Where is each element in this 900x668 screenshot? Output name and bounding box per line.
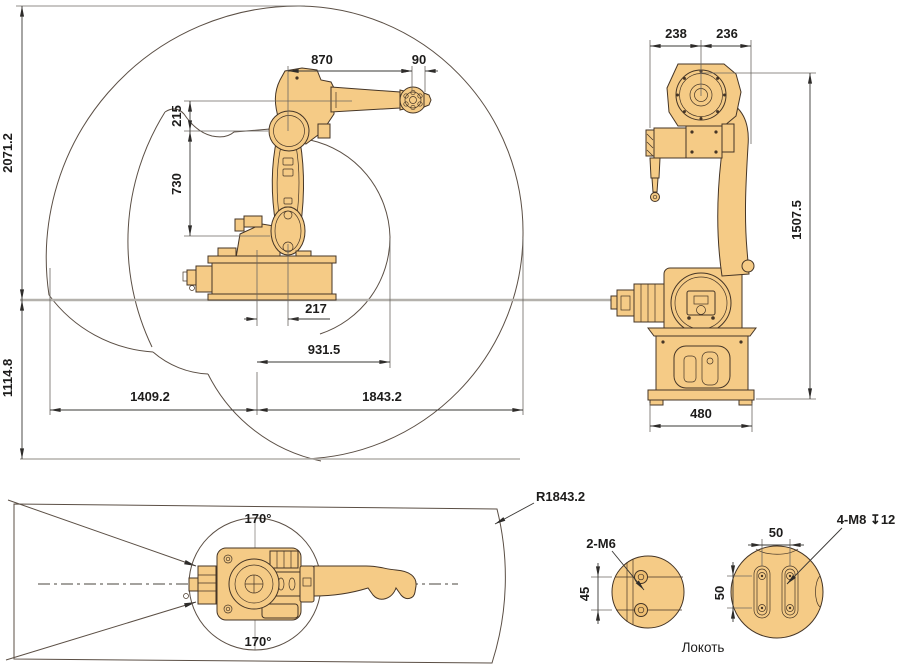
callout-4-M8: 4-M8 ↧12: [786, 512, 896, 585]
robot-front-silhouette: [610, 63, 757, 406]
dim-238: 238: [649, 26, 702, 128]
dim-90: 90: [399, 52, 438, 92]
dim-215-label: 215: [169, 105, 184, 127]
arm-top: [313, 565, 417, 600]
radius-callout: R1843.2: [494, 489, 585, 525]
rotation-limit-line-lower: [5, 601, 197, 661]
thread-left-label: 2-M6: [586, 536, 616, 551]
dim-50-horizontal: 50: [748, 525, 804, 566]
detail-circle-right: [730, 545, 824, 639]
dim-217-label: 217: [305, 301, 327, 316]
dim-480: 480: [649, 403, 753, 432]
dim-1843: 1843.2: [257, 238, 524, 415]
detail-right: 50 50 4-M8 ↧12: [712, 512, 896, 639]
top-view: 170° 170° R1843.2: [5, 489, 585, 664]
dim-2071-label: 2071.2: [0, 133, 15, 173]
dim-1409: 1409.2: [49, 268, 258, 415]
dim-45: 45: [577, 563, 612, 624]
radius-label: R1843.2: [536, 489, 585, 504]
dim-1114: 1114.8: [0, 300, 25, 459]
rotation-angle-top-label: 170°: [245, 511, 272, 526]
dim-1114-label: 1114.8: [0, 359, 15, 397]
dim-238-label: 238: [665, 26, 687, 41]
dim-217: 217: [244, 244, 330, 326]
dim-1507-label: 1507.5: [789, 200, 804, 240]
dim-50h-label: 50: [769, 525, 783, 540]
head-bolt-circle: [676, 70, 726, 120]
dim-1507: 1507.5: [701, 72, 816, 400]
dim-2071: 2071.2: [0, 5, 305, 300]
rotation-angle-bottom-label: 170°: [245, 634, 272, 649]
dim-236-label: 236: [716, 26, 738, 41]
dim-50-vertical: 50: [712, 562, 752, 622]
dim-50v-label: 50: [712, 586, 727, 600]
dim-45-label: 45: [577, 587, 592, 601]
detail-circle-left: [611, 555, 685, 629]
dim-931: 931.5: [257, 239, 391, 368]
elbow-caption: Локоть: [682, 640, 725, 655]
side-view: 870 90 215 730 2071.2 1114.8: [0, 5, 638, 462]
callout-2-M6: 2-M6: [586, 536, 645, 591]
detail-left: 2-M6 45: [577, 536, 685, 629]
work-envelope-side: [45, 5, 524, 462]
robot-side-silhouette: [182, 67, 432, 301]
dim-90-label: 90: [412, 52, 426, 67]
dim-480-label: 480: [690, 406, 712, 421]
rotation-limit-line-upper: [7, 499, 197, 567]
thread-right-label: 4-M8 ↧12: [837, 512, 896, 527]
dim-236: 236: [701, 26, 752, 144]
dim-870: 870: [287, 52, 413, 131]
front-view: 238 236 1507.5 480: [610, 26, 816, 432]
dim-1409-label: 1409.2: [130, 389, 170, 404]
dim-730: 730: [169, 131, 270, 237]
robot-top-silhouette: [183, 547, 417, 621]
dim-1843-label: 1843.2: [362, 389, 402, 404]
dim-215: 215: [169, 100, 352, 132]
dim-931-label: 931.5: [308, 342, 341, 357]
dim-730-label: 730: [169, 173, 184, 195]
dim-870-label: 870: [311, 52, 333, 67]
